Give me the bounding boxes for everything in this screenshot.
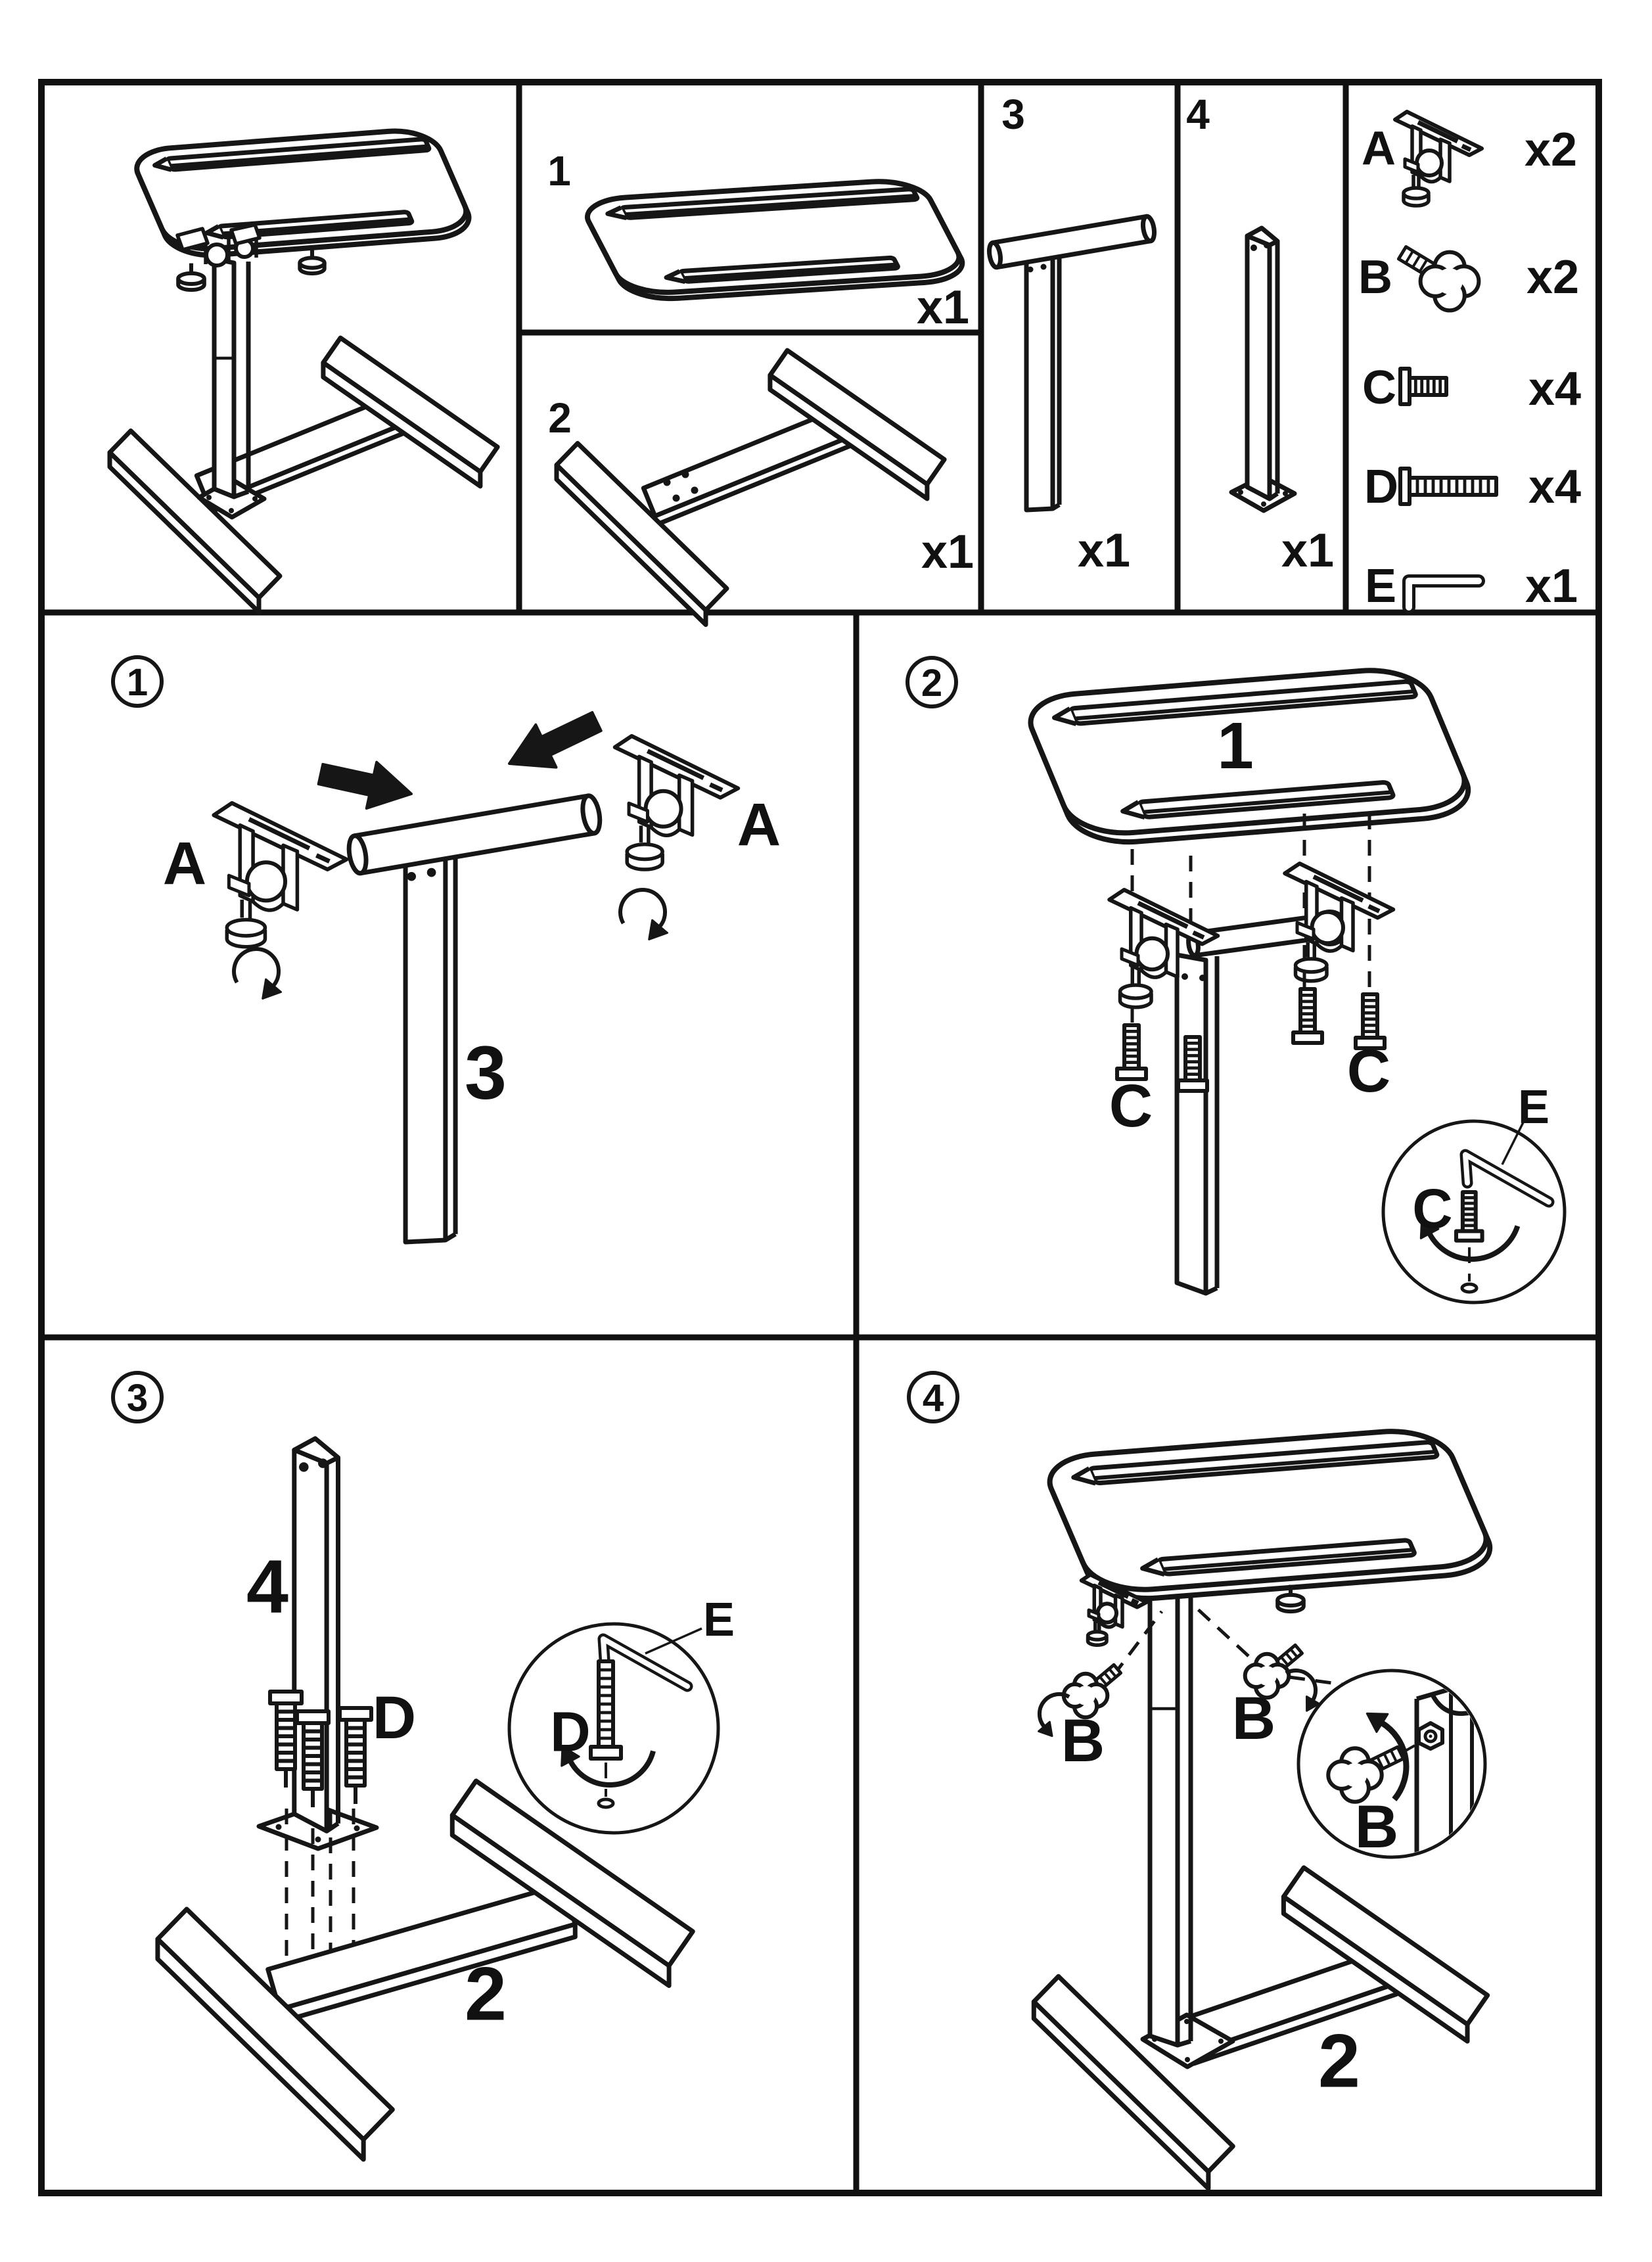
svg-text:1: 1	[1217, 709, 1254, 783]
svg-text:B: B	[1358, 251, 1392, 304]
svg-text:1: 1	[127, 661, 148, 704]
svg-text:3: 3	[465, 1030, 507, 1115]
svg-text:x4: x4	[1528, 461, 1581, 513]
svg-text:2: 2	[465, 1952, 507, 2036]
svg-text:x1: x1	[1525, 560, 1578, 612]
svg-text:A: A	[163, 830, 206, 897]
svg-text:x2: x2	[1526, 251, 1579, 304]
svg-text:x1: x1	[921, 526, 974, 578]
svg-text:2: 2	[921, 662, 942, 704]
svg-text:3: 3	[127, 1377, 148, 1420]
svg-text:C: C	[1109, 1073, 1153, 1140]
svg-text:2: 2	[1318, 2019, 1360, 2103]
svg-text:A: A	[737, 791, 781, 858]
svg-text:x1: x1	[917, 281, 969, 334]
svg-text:x1: x1	[1281, 524, 1334, 577]
svg-text:4: 4	[246, 1544, 288, 1628]
svg-text:D: D	[550, 1701, 590, 1764]
svg-text:D: D	[1364, 461, 1398, 513]
svg-text:E: E	[1365, 560, 1396, 612]
svg-text:B: B	[1232, 1685, 1275, 1752]
svg-text:2: 2	[548, 394, 572, 442]
svg-text:4: 4	[1186, 91, 1210, 138]
svg-text:D: D	[373, 1684, 416, 1751]
svg-text:B: B	[1355, 1793, 1398, 1860]
svg-text:C: C	[1412, 1178, 1452, 1241]
svg-text:C: C	[1362, 361, 1396, 414]
svg-text:E: E	[703, 1594, 735, 1646]
svg-text:3: 3	[1001, 91, 1025, 138]
svg-text:x2: x2	[1525, 124, 1577, 176]
svg-text:1: 1	[547, 147, 571, 195]
svg-text:4: 4	[923, 1377, 944, 1420]
svg-text:x4: x4	[1528, 363, 1581, 415]
svg-text:B: B	[1061, 1707, 1105, 1774]
svg-text:C: C	[1347, 1038, 1390, 1105]
svg-text:A: A	[1362, 122, 1396, 175]
svg-text:x1: x1	[1078, 524, 1130, 577]
